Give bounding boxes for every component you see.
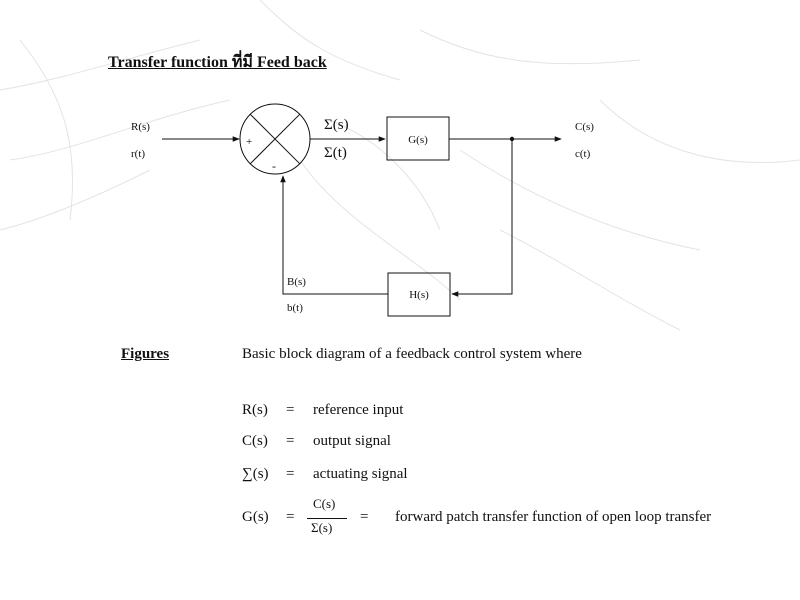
def-meaning-r: reference input bbox=[313, 402, 404, 418]
plus-sign: + bbox=[246, 136, 252, 148]
feedback-path-down bbox=[451, 139, 513, 297]
fraction-denominator: Σ(s) bbox=[311, 520, 333, 535]
def-equals-g: = bbox=[286, 509, 295, 525]
feedback-s-label: B(s) bbox=[287, 276, 306, 288]
def-meaning-sigma: actuating signal bbox=[313, 466, 408, 482]
feedback-block-label: H(s) bbox=[409, 289, 429, 301]
page-title: Transfer function ที่มี Feed back bbox=[108, 54, 327, 71]
def-meaning-g: forward patch transfer function of open … bbox=[395, 509, 712, 525]
input-s-label: R(s) bbox=[131, 121, 150, 133]
feedback-path-return bbox=[280, 175, 388, 295]
minus-sign: - bbox=[272, 159, 276, 173]
def-symbol-c: C(s) bbox=[242, 433, 268, 449]
fraction-numerator: C(s) bbox=[313, 496, 336, 511]
feedback-t-label: b(t) bbox=[287, 302, 303, 314]
def-symbol-g: G(s) bbox=[242, 509, 269, 525]
output-t-label: c(t) bbox=[575, 148, 591, 160]
fraction-bar bbox=[307, 518, 347, 519]
def-equals-sigma: = bbox=[286, 466, 295, 482]
def-symbol-sigma: ∑(s) bbox=[242, 466, 269, 482]
error-t-label: Σ(t) bbox=[324, 145, 347, 161]
feedback-block-diagram: + - G(s) H(s) R(s) r(t) Σ(s) Σ(t) C(s) c… bbox=[131, 103, 594, 317]
forward-block-label: G(s) bbox=[408, 134, 428, 146]
error-s-label: Σ(s) bbox=[324, 117, 349, 133]
figure-caption: Basic block diagram of a feedback contro… bbox=[242, 346, 582, 362]
input-t-label: r(t) bbox=[131, 148, 145, 160]
def-equals-r: = bbox=[286, 402, 295, 418]
def-meaning-c: output signal bbox=[313, 433, 391, 449]
def-equals-g2: = bbox=[360, 509, 369, 525]
output-s-label: C(s) bbox=[575, 121, 594, 133]
def-symbol-r: R(s) bbox=[242, 402, 268, 418]
figures-label: Figures bbox=[121, 346, 170, 362]
def-equals-c: = bbox=[286, 433, 295, 449]
